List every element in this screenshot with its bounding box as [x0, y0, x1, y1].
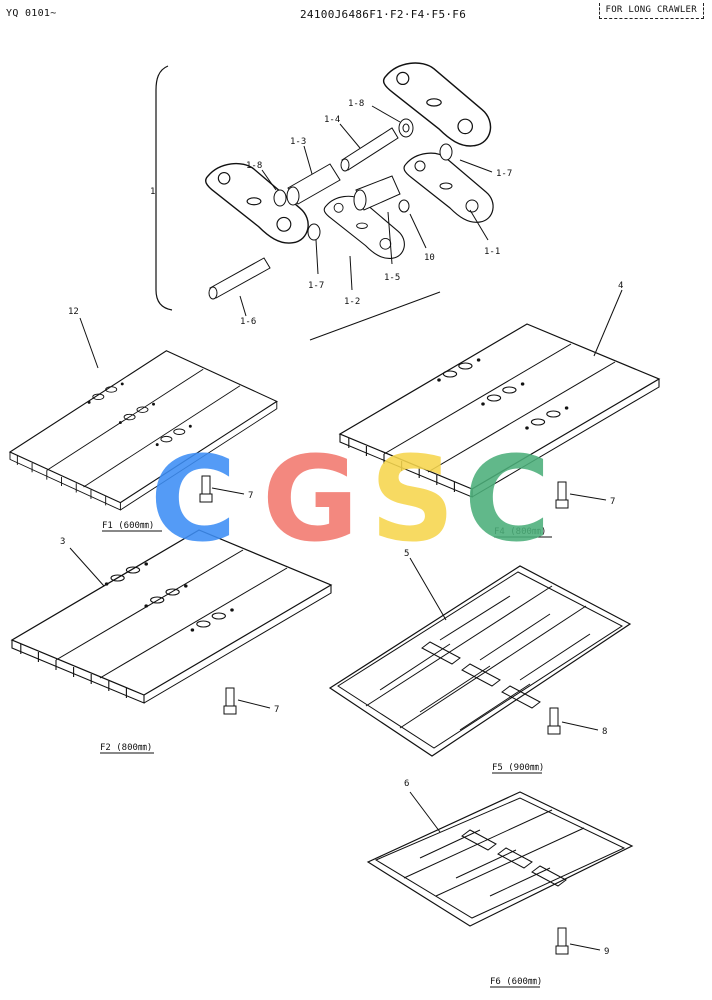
- shoe-f2-leader: [69, 547, 105, 587]
- callout-1-3: 1-3: [290, 137, 306, 147]
- pin-upper: [340, 127, 399, 172]
- caption-f2: F2 (800㎜): [100, 743, 152, 753]
- callout-7-f1: 7: [248, 491, 253, 501]
- spacer-upper: [398, 118, 414, 138]
- callout-5: 5: [404, 549, 409, 559]
- callout-1-1: 1-1: [484, 247, 500, 257]
- callout-12: 12: [68, 307, 79, 317]
- bushing-upper: [286, 163, 341, 206]
- header-left-code: YQ 0101~: [6, 8, 57, 19]
- callout-7-f2: 7: [274, 705, 279, 715]
- seal-lower: [307, 223, 321, 241]
- bolt-f4-leader: [569, 493, 607, 501]
- shoe-f1: [9, 350, 278, 511]
- link-right-upper: [382, 62, 492, 147]
- callout-3: 3: [60, 537, 65, 547]
- assembly-bracket: [155, 65, 173, 311]
- callout-9: 9: [604, 947, 609, 957]
- callout-1-8-upper: 1-8: [348, 99, 364, 109]
- nut: [398, 199, 410, 213]
- callout-leaders: [239, 105, 493, 317]
- callout-1-8-left: 1-8: [246, 161, 262, 171]
- header-note-box: FOR LONG CRAWLER: [598, 3, 704, 19]
- caption-f6: F6 (600㎜): [490, 977, 542, 987]
- bolt-f5-leader: [561, 721, 599, 731]
- shoe-f6-leader: [409, 791, 441, 833]
- shoe-f5: [328, 565, 632, 757]
- callout-1-2: 1-2: [344, 297, 360, 307]
- callout-1-6: 1-6: [240, 317, 256, 327]
- caption-f5: F5 (900㎜): [492, 763, 544, 773]
- caption-f4: F4 (800㎜): [494, 527, 546, 537]
- cgsc-watermark-logo: C G S C: [150, 430, 551, 568]
- shoe-f6: [366, 791, 634, 927]
- seal-right: [439, 143, 453, 161]
- bolt-f5: [547, 707, 561, 735]
- shoe-f1-leader: [79, 317, 99, 369]
- bolt-f1-leader: [211, 487, 245, 495]
- callout-1-5: 1-5: [384, 273, 400, 283]
- callout-8: 8: [602, 727, 607, 737]
- callout-6: 6: [404, 779, 409, 789]
- shoe-f5-leader: [409, 557, 447, 621]
- caption-f1: F1 (600㎜): [102, 521, 154, 531]
- callout-1-4: 1-4: [324, 115, 340, 125]
- spacer-left: [273, 189, 287, 207]
- assembly-leader: [309, 291, 441, 341]
- callout-1-7-lower: 1-7: [308, 281, 324, 291]
- bolt-f2: [223, 687, 237, 715]
- callout-10: 10: [424, 253, 435, 263]
- link-right-lower: [403, 152, 494, 223]
- watermark-letter-c1: C: [150, 430, 237, 568]
- bolt-f2-leader: [237, 699, 271, 709]
- callout-7-f4: 7: [610, 497, 615, 507]
- spacer-upper-hole: [402, 123, 410, 133]
- pin-lower: [208, 257, 271, 300]
- bolt-f6: [555, 927, 569, 955]
- watermark-letter-c2: C: [464, 430, 551, 568]
- bolt-f6-leader: [569, 943, 601, 951]
- callout-assembly: 1: [150, 187, 155, 197]
- bushing-lower: [353, 175, 401, 211]
- shoe-f4-leader: [593, 289, 623, 357]
- callout-4: 4: [618, 281, 623, 291]
- header-part-number: 24100J6486F1·F2·F4·F5·F6: [300, 8, 467, 21]
- bolt-f4: [555, 481, 569, 509]
- callout-1-7-right: 1-7: [496, 169, 512, 179]
- watermark-letter-s: S: [370, 430, 455, 568]
- watermark-letter-g: G: [262, 430, 359, 568]
